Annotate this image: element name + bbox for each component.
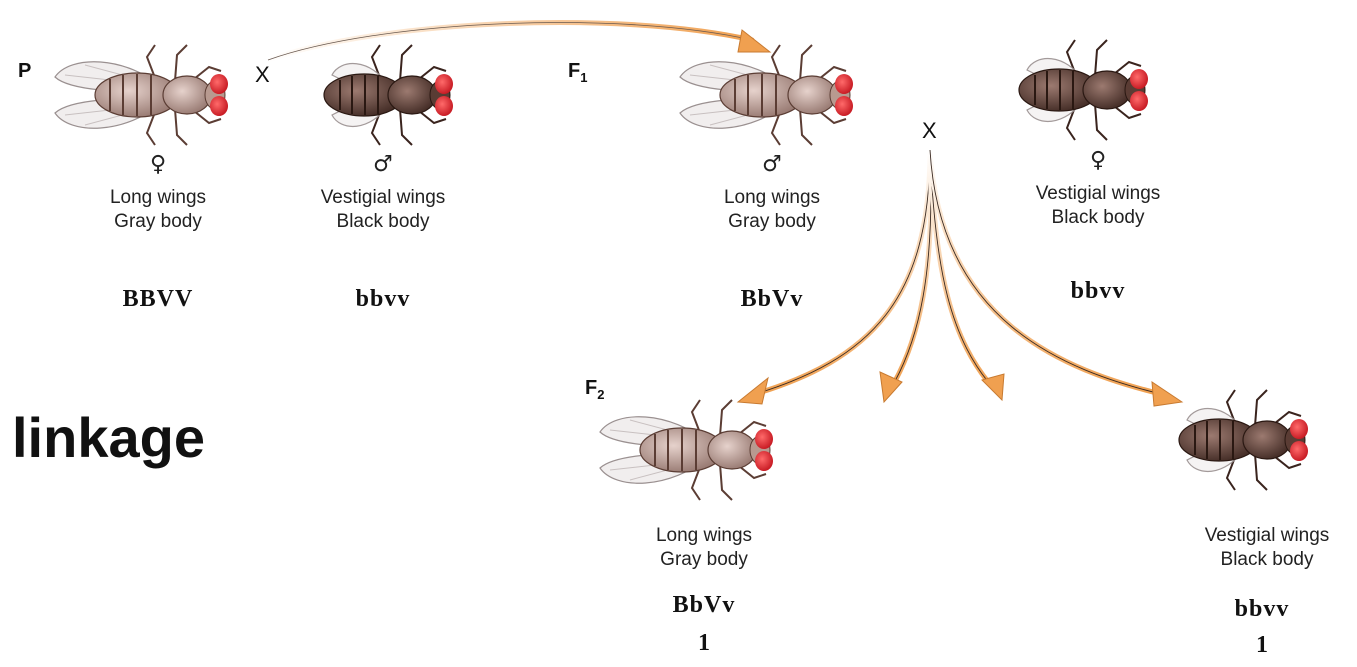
phenotype-wings: Vestigial wings xyxy=(1167,524,1357,548)
p-male-genotype: bbvv xyxy=(283,286,483,313)
f2-vestigial-black-phenotype: Vestigial wings Black body xyxy=(1167,524,1357,572)
fly-p-female xyxy=(55,45,228,145)
phenotype-wings: Long wings xyxy=(58,186,258,210)
f2-long-gray-genotype: BbVv xyxy=(604,592,804,619)
fly-testcross-female xyxy=(1019,40,1148,140)
phenotype-body: Gray body xyxy=(604,548,804,572)
f2-vestigial-black-ratio: 1 xyxy=(1167,632,1357,659)
phenotype-wings: Vestigial wings xyxy=(283,186,483,210)
phenotype-body: Gray body xyxy=(672,210,872,234)
p-to-f1-arrowhead xyxy=(738,30,770,52)
female-symbol: ♀ xyxy=(1078,148,1118,173)
phenotype-body: Black body xyxy=(1167,548,1357,572)
phenotype-wings: Long wings xyxy=(672,186,872,210)
f2-vestigial-black-genotype: bbvv xyxy=(1167,596,1357,623)
fly-p-male xyxy=(324,45,453,145)
phenotype-body: Black body xyxy=(283,210,483,234)
fly-f2-long-gray xyxy=(600,400,773,500)
phenotype-body: Black body xyxy=(998,206,1198,230)
cross-symbol-testcross: X xyxy=(922,118,937,144)
generation-label-f2: F2 xyxy=(585,377,604,402)
p-female-phenotype: Long wings Gray body xyxy=(58,186,258,234)
fly-f1-male xyxy=(680,45,853,145)
female-symbol: ♀ xyxy=(138,152,178,177)
cross-symbol-p: X xyxy=(255,62,270,88)
f2-long-gray-phenotype: Long wings Gray body xyxy=(604,524,804,572)
page-title: linkage xyxy=(12,405,205,470)
testcross-female-phenotype: Vestigial wings Black body xyxy=(998,182,1198,230)
p-female-genotype: BBVV xyxy=(58,286,258,313)
generation-label-f1: F1 xyxy=(568,60,587,85)
fly-f2-vestigial-black xyxy=(1179,390,1308,490)
phenotype-wings: Vestigial wings xyxy=(998,182,1198,206)
p-male-phenotype: Vestigial wings Black body xyxy=(283,186,483,234)
male-symbol: ♂ xyxy=(363,152,403,177)
male-symbol: ♂ xyxy=(752,152,792,177)
phenotype-wings: Long wings xyxy=(604,524,804,548)
generation-label-p: P xyxy=(18,60,31,83)
f1-male-phenotype: Long wings Gray body xyxy=(672,186,872,234)
f2-long-gray-ratio: 1 xyxy=(604,630,804,657)
testcross-female-genotype: bbvv xyxy=(998,278,1198,305)
phenotype-body: Gray body xyxy=(58,210,258,234)
f1-male-genotype: BbVv xyxy=(672,286,872,313)
